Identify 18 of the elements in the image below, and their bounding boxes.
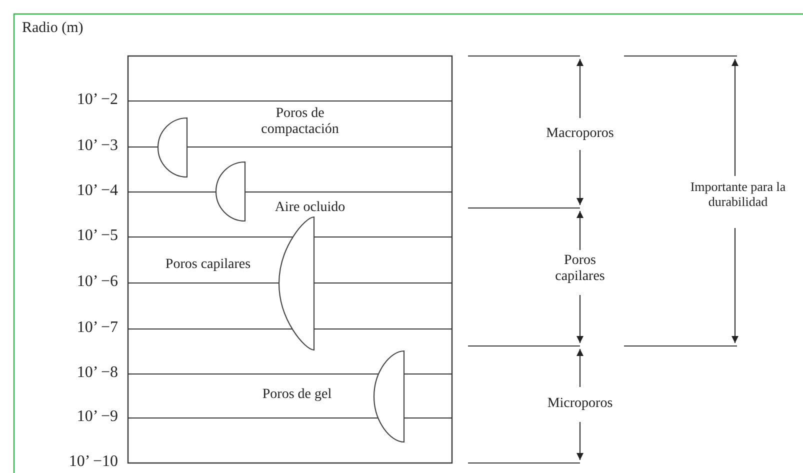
axis-tick-label: 10’ −6: [76, 273, 118, 292]
range-label: Macroporos: [546, 126, 614, 142]
pore-type-label: Poros de gel: [262, 387, 332, 404]
axis-tick-label: 10’ −3: [76, 137, 118, 156]
axis-tick-label: 10’ −8: [76, 364, 118, 382]
axis-tick-label: 10’ −10: [68, 453, 118, 472]
range-label: Poros capilares: [554, 253, 606, 286]
pore-type-label: Aire ocluido: [274, 200, 346, 216]
pore-type-label: Poros capilares: [165, 257, 251, 274]
range-label: Microporos: [547, 396, 613, 412]
pore-type-label: Poros de compactación: [260, 106, 340, 138]
axis-tick-label: 10’ −2: [76, 91, 118, 110]
axis-tick-label: 10’ −4: [76, 182, 118, 200]
axis-tick-label: 10’ −9: [76, 408, 118, 426]
axis-tick-label: 10’ −5: [76, 227, 118, 246]
range-label: Importante para la durabilidad: [689, 180, 787, 210]
axis-tick-label: 10’ −7: [76, 319, 118, 338]
axis-title: Radio (m): [22, 20, 84, 38]
